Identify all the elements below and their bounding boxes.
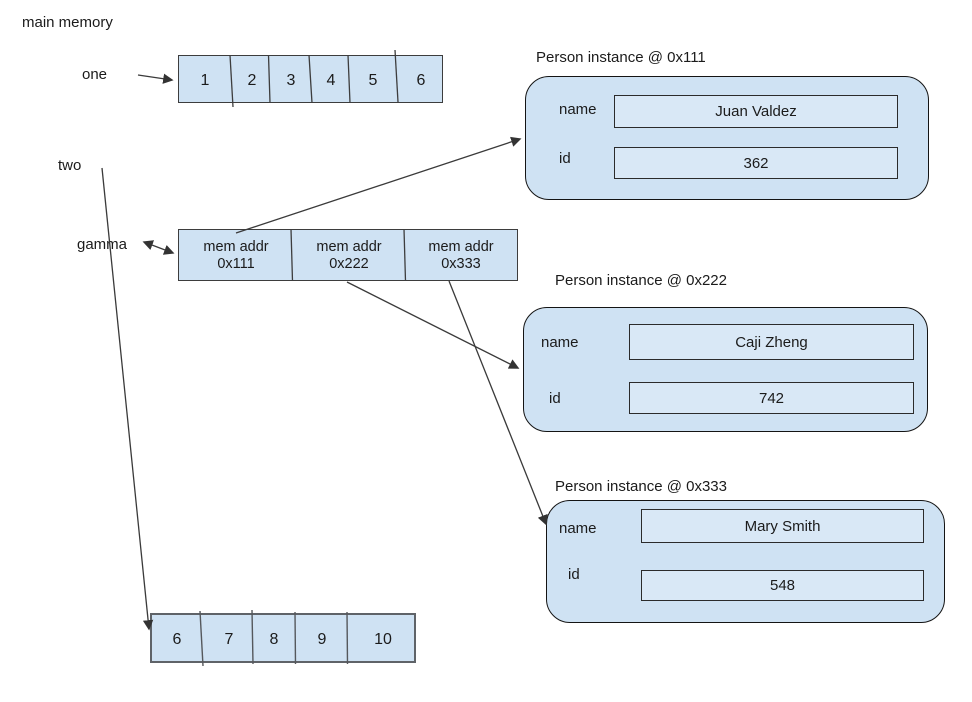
id-value: 742: [758, 389, 785, 407]
array-gamma-cell: mem addr 0x111: [203, 239, 268, 273]
person-box-0x222: name Caji Zheng id 742: [523, 307, 928, 432]
array-two-cell: 9: [317, 631, 327, 648]
array-gamma-cell: mem addr 0x333: [428, 239, 493, 273]
field-label-id: id: [559, 150, 571, 167]
array-one-cell: 2: [247, 72, 257, 89]
id-value: 362: [743, 154, 769, 172]
person-box-0x111: name Juan Valdez id 362: [525, 76, 929, 200]
array-two-cell: 10: [374, 631, 392, 648]
mem-addr-value: 0x111: [217, 256, 255, 272]
field-value-name: Juan Valdez: [614, 95, 898, 128]
person-title-0x222: Person instance @ 0x222: [555, 272, 727, 289]
array-one-cell: 4: [326, 72, 336, 89]
array-one-cell: 6: [416, 72, 426, 89]
array-two-cell: 7: [224, 631, 234, 648]
field-value-id: 742: [629, 382, 914, 414]
person-title-0x111: Person instance @ 0x111: [536, 49, 706, 66]
array-gamma-cell: mem addr 0x222: [316, 239, 381, 273]
array-one-cell: 5: [368, 72, 378, 89]
array-one-cell: 1: [200, 72, 210, 89]
main-memory-heading: main memory: [22, 14, 113, 31]
array-one-cell: 3: [286, 72, 296, 89]
array-two-cell: 6: [172, 631, 182, 648]
var-label-gamma: gamma: [77, 236, 128, 253]
arrow-one-to-array: [137, 73, 174, 84]
mem-addr-line: mem addr: [203, 239, 269, 255]
field-label-id: id: [549, 390, 561, 407]
field-value-id: 548: [641, 570, 924, 601]
var-label-one: one: [82, 66, 108, 83]
mem-addr-line: mem addr: [428, 239, 494, 255]
mem-addr-line: mem addr: [316, 239, 382, 255]
array-two-cell: 8: [269, 631, 279, 648]
name-value: Juan Valdez: [715, 103, 797, 120]
var-label-two: two: [58, 157, 82, 174]
mem-addr-value: 0x222: [329, 256, 369, 272]
id-value: 548: [769, 577, 796, 594]
person-title-0x333: Person instance @ 0x333: [555, 478, 727, 495]
array-one: 1 2 3 4 5 6: [178, 55, 443, 103]
name-value: Caji Zheng: [735, 333, 808, 351]
field-label-id: id: [568, 566, 580, 583]
field-value-id: 362: [614, 147, 898, 179]
field-label-name: name: [541, 334, 579, 351]
field-label-name: name: [559, 520, 597, 537]
mem-addr-value: 0x333: [441, 256, 481, 272]
array-two: 6 7 8 9 10: [150, 613, 416, 663]
arrow-0x222-to-instance: [346, 281, 520, 369]
arrow-gamma-to-array: [142, 240, 175, 255]
name-value: Mary Smith: [744, 517, 821, 535]
field-value-name: Caji Zheng: [629, 324, 914, 360]
person-box-0x333: name Mary Smith id 548: [546, 500, 945, 623]
field-label-name: name: [559, 101, 597, 118]
array-gamma: mem addr 0x111 mem addr 0x222 mem addr 0…: [178, 229, 518, 281]
arrow-0x111-to-instance: [235, 136, 522, 234]
field-value-name: Mary Smith: [641, 509, 924, 543]
